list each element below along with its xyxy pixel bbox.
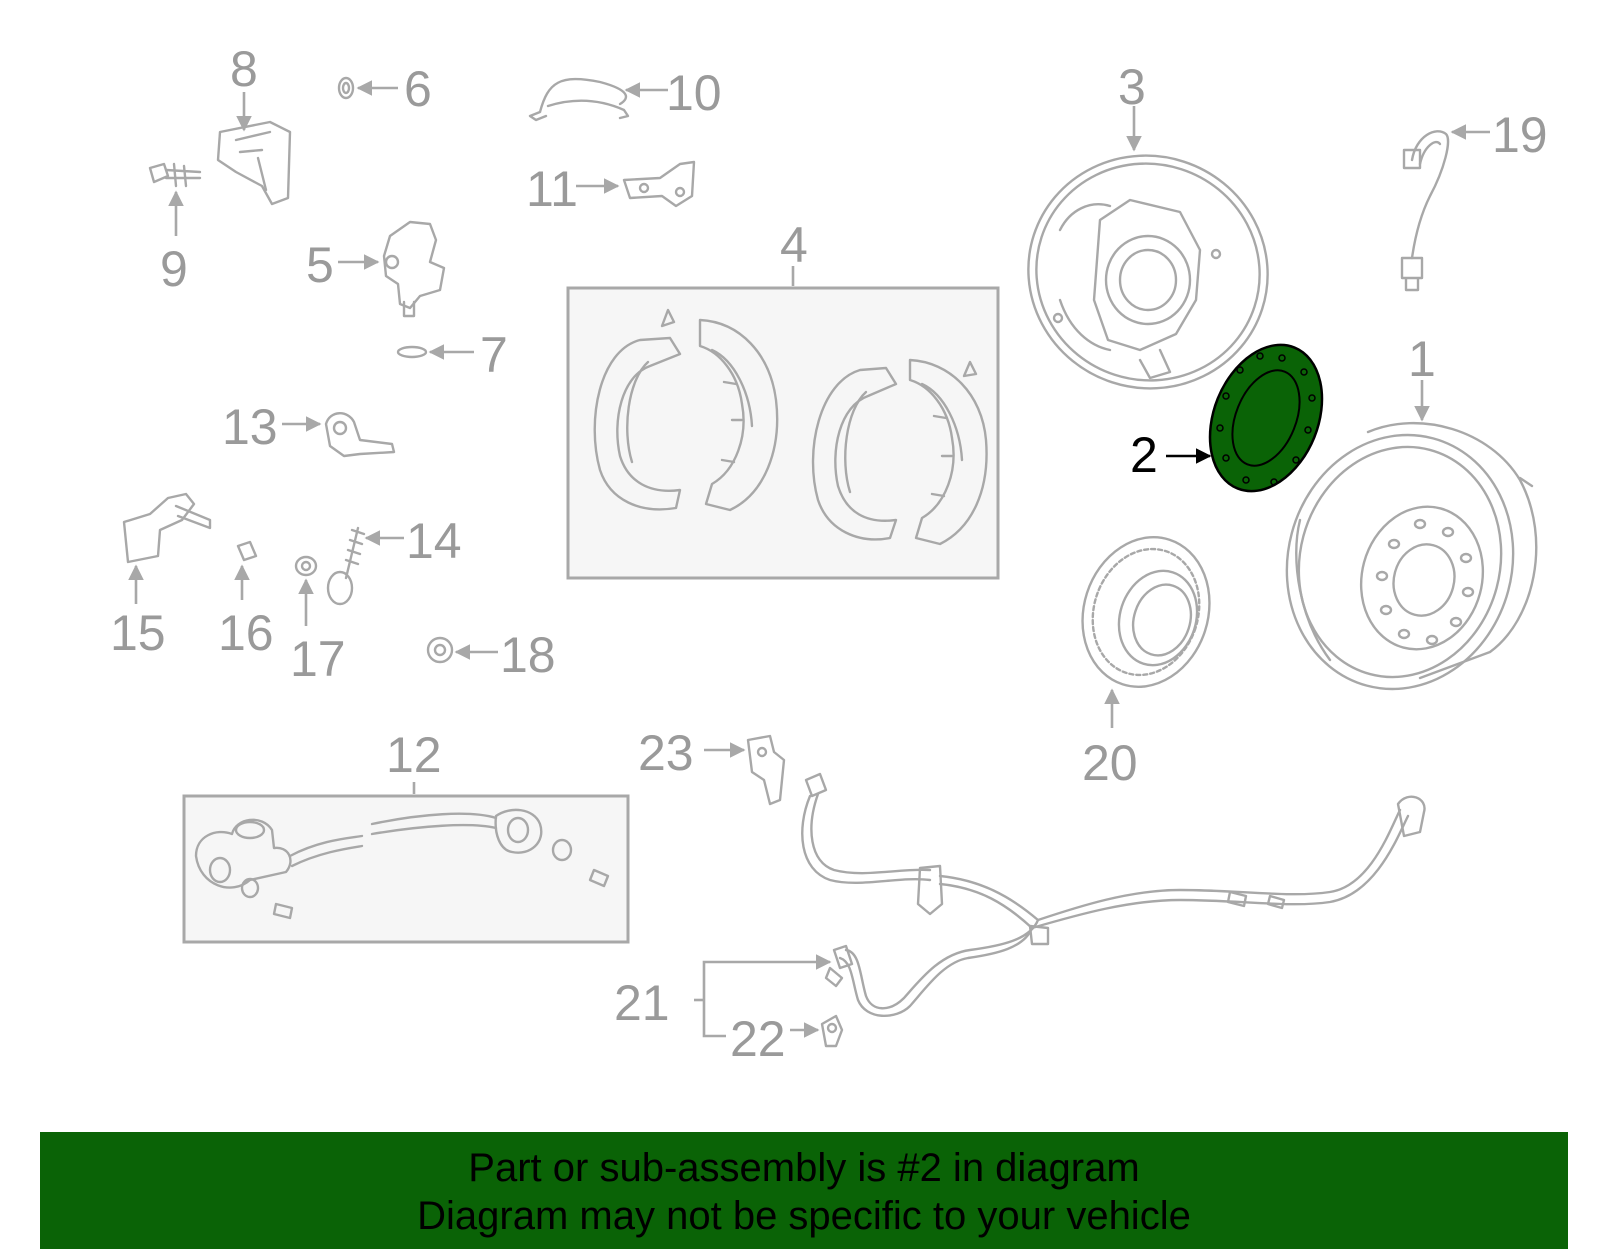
part-9-pin[interactable] (148, 162, 202, 188)
callout-10[interactable]: 10 (666, 65, 722, 121)
banner-line-2: Diagram may not be specific to your vehi… (417, 1194, 1191, 1238)
part-13-adjuster[interactable] (324, 412, 396, 458)
part-23-bracket[interactable] (746, 734, 786, 806)
callout-19[interactable]: 19 (1492, 107, 1548, 163)
part-8-bracket[interactable] (216, 120, 292, 206)
part-10-cable[interactable] (528, 77, 630, 122)
callout-12[interactable]: 12 (386, 727, 442, 783)
part-4-brake-shoes[interactable] (566, 286, 1000, 580)
info-banner: Part or sub-assembly is #2 in diagram Di… (40, 1132, 1568, 1249)
callout-21[interactable]: 21 (614, 975, 670, 1031)
part-5-wheel-cylinder[interactable] (382, 220, 446, 318)
callout-23[interactable]: 23 (638, 725, 694, 781)
callout-8[interactable]: 8 (230, 41, 258, 97)
callout-6[interactable]: 6 (404, 61, 432, 117)
part-17-bushing[interactable] (294, 555, 318, 577)
part-12-cylinder-kit[interactable] (182, 794, 630, 944)
callout-18[interactable]: 18 (500, 627, 556, 683)
callout-4[interactable]: 4 (780, 217, 808, 273)
callout-7[interactable]: 7 (480, 327, 508, 383)
callout-15[interactable]: 15 (110, 605, 166, 661)
callout-2[interactable]: 2 (1130, 427, 1158, 483)
callout-1[interactable]: 1 (1408, 331, 1436, 387)
part-15-anchor[interactable] (122, 492, 212, 564)
callout-3[interactable]: 3 (1118, 59, 1146, 115)
part-6-clip[interactable] (337, 76, 355, 100)
callout-13[interactable]: 13 (222, 399, 278, 455)
part-1-brake-drum[interactable] (1259, 409, 1542, 714)
callout-22[interactable]: 22 (730, 1011, 786, 1067)
part-22-clip[interactable] (820, 1014, 844, 1048)
callout-5[interactable]: 5 (306, 237, 334, 293)
part-11-bracket[interactable] (622, 160, 696, 208)
part-18-washer[interactable] (426, 636, 454, 664)
banner-line-1: Part or sub-assembly is #2 in diagram (468, 1146, 1140, 1190)
part-14-spring[interactable] (326, 526, 366, 606)
callout-17[interactable]: 17 (290, 631, 346, 687)
part-3-backing-plate[interactable] (998, 125, 1298, 420)
part-21-abs-harness[interactable] (801, 772, 1426, 1018)
callout-14[interactable]: 14 (406, 513, 462, 569)
part-19-hose[interactable] (1400, 130, 1450, 292)
part-16-pin[interactable] (236, 540, 258, 562)
callout-16[interactable]: 16 (218, 605, 274, 661)
part-7-oring[interactable] (396, 345, 428, 359)
part-20-tone-ring[interactable] (1064, 521, 1229, 704)
callout-9[interactable]: 9 (160, 241, 188, 297)
part-2-gasket[interactable] (1189, 328, 1342, 508)
callout-20[interactable]: 20 (1082, 735, 1138, 791)
callout-11[interactable]: 11 (526, 161, 578, 217)
